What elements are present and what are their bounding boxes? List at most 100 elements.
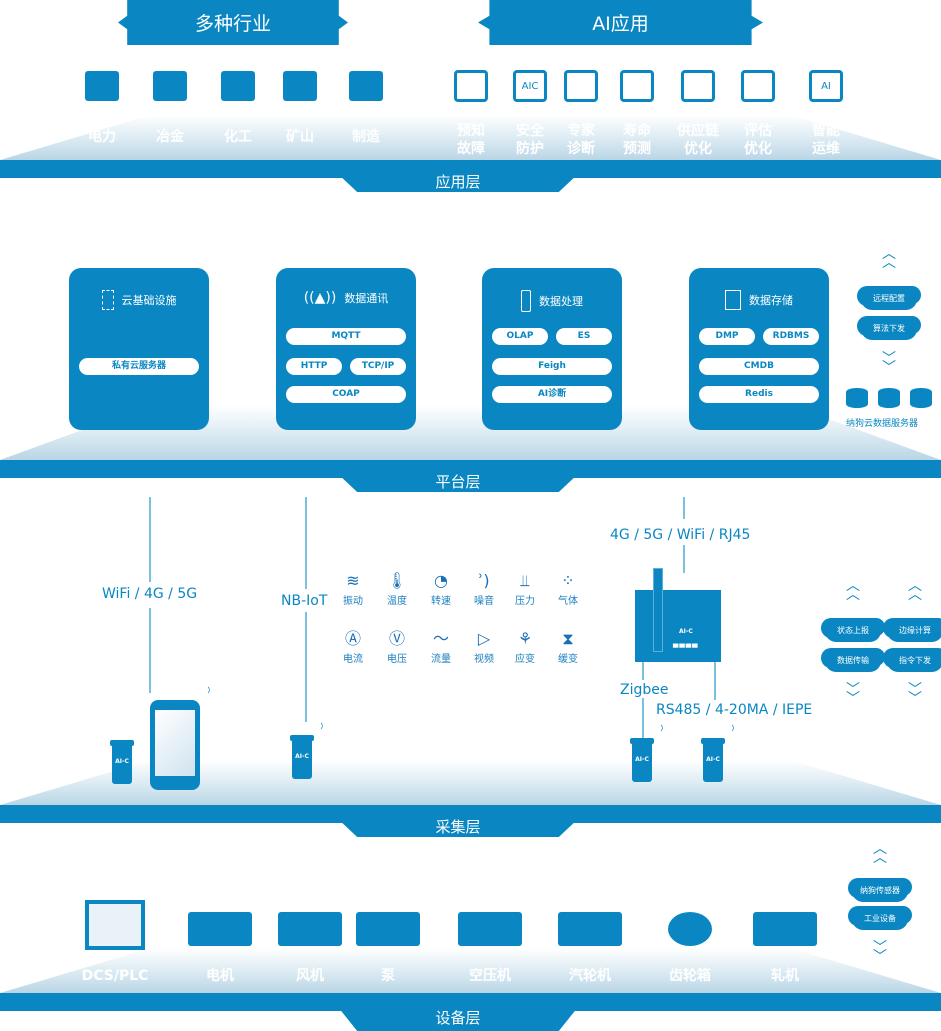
sensor-device: AI-C (630, 738, 654, 782)
cloud-sensors: 纳狗传感器 (852, 880, 908, 902)
sensor-type-label: 缓变 (558, 654, 578, 665)
sensor-type: ▷视频 (462, 628, 506, 665)
sensor-type-icon: 🌡 (386, 571, 408, 590)
sensor-type: ʾ)噪音 (462, 570, 506, 607)
cloud-command-deploy: 指令下发 (887, 650, 941, 672)
pill-redis: Redis (699, 386, 819, 403)
device-label: 轧机 (771, 968, 799, 984)
sensor-type-icon: ◔ (434, 571, 448, 590)
industry-label: 制造 (352, 129, 380, 145)
heart-icon (615, 66, 659, 106)
industry-label: 化工 (224, 129, 252, 145)
cloud-edge-compute: 边缘计算 (887, 620, 941, 642)
ai-app-label: 智能 (812, 123, 840, 139)
rs485-label: RS485 / 4-20MA / IEPE (656, 702, 813, 718)
chevron-up-icon: ︿︿ (908, 578, 922, 603)
sensor-device: AI-C (110, 740, 134, 784)
wifi-icon: ◝ (313, 720, 327, 734)
cloud-algorithm-deploy: 算法下发 (861, 318, 917, 340)
link-line (683, 497, 685, 519)
chevron-down-icon: ﹀﹀ (873, 940, 887, 965)
smartphone (150, 700, 200, 790)
cloud-industrial-equipment: 工业设备 (852, 908, 908, 930)
sensor-type: ≋振动 (331, 570, 375, 607)
factory-icon (344, 66, 388, 106)
card-data-processing: 数据处理 OLAP ES Feigh AI诊断 (482, 268, 622, 430)
ai-app-label: 评估 (744, 123, 772, 139)
sensor-type-label: 转速 (431, 596, 451, 607)
pipes-icon (148, 66, 192, 106)
shield-icon: AIC (508, 66, 552, 106)
ai-app-label: 安全 (516, 123, 544, 139)
sensor-type-label: 流量 (431, 654, 451, 665)
battery-icon (80, 66, 124, 106)
ai-app-label: 优化 (744, 141, 772, 157)
database-icon (846, 388, 868, 408)
database-icon (878, 388, 900, 408)
card-data-communication: ((▲))数据通讯 MQTT HTTP TCP/IP COAP (276, 268, 416, 430)
pill-es: ES (556, 328, 612, 345)
pill-ai-diagnosis: AI诊断 (492, 386, 612, 403)
stethoscope-icon (559, 66, 603, 106)
chevron-down-icon: ﹀﹀ (882, 351, 896, 376)
ai-app-label: 供应链 (677, 123, 719, 139)
pill-tcpip: TCP/IP (350, 358, 406, 375)
device-layer-label: 设备层 (338, 1007, 578, 1031)
phone-screen (155, 710, 195, 776)
industries-banner: 多种行业 (118, 0, 348, 45)
wifi-icon: ◝ (653, 722, 667, 736)
pill-feigh: Feigh (492, 358, 612, 375)
device-label: 泵 (381, 968, 395, 984)
sensor-type-icon: ⚘ (517, 629, 533, 648)
card-title: 数据处理 (539, 295, 583, 308)
cloud-data-transfer: 数据传输 (825, 650, 881, 672)
pill-cmdb: CMDB (699, 358, 819, 375)
ai-app-label: 防护 (516, 141, 544, 157)
pickaxe-icon (278, 66, 322, 106)
device-label: 齿轮箱 (669, 968, 711, 984)
sensor-type: ◔ 转速 (419, 570, 463, 607)
link-line (149, 608, 151, 693)
device-icon (188, 912, 252, 946)
industry-label: 冶金 (156, 129, 184, 145)
ai-app-label: 预知 (457, 123, 485, 139)
card-cloud-infrastructure: 云基础设施 私有云服务器 (69, 268, 209, 430)
supply-chain-icon (676, 66, 720, 106)
device-label: DCS/PLC (81, 968, 149, 984)
processor-icon (521, 290, 531, 312)
card-title: 数据存储 (749, 294, 793, 307)
sensor-type-icon: ⫫ (520, 571, 530, 590)
sensor-type: ⫫压力 (503, 570, 547, 607)
cloud-status-report: 状态上报 (825, 620, 881, 642)
pill-private-cloud: 私有云服务器 (79, 358, 199, 375)
pill-dmp: DMP (699, 328, 755, 345)
chart-icon (736, 66, 780, 106)
link-line (714, 662, 716, 700)
cat-ai-icon: AI (804, 66, 848, 106)
device-icon (753, 912, 817, 946)
chevron-up-icon: ︿︿ (846, 578, 860, 603)
wifi-icon: ◝ (724, 722, 738, 736)
sensor-type-label: 温度 (387, 596, 407, 607)
card-data-storage: 数据存储 DMP RDBMS CMDB Redis (689, 268, 829, 430)
storage-rack-icon (725, 290, 741, 310)
device-icon (458, 912, 522, 946)
device-label: 风机 (296, 968, 324, 984)
sensor-type-label: 电流 (343, 654, 363, 665)
icon-glyph: AIC (521, 80, 539, 92)
pill-coap: COAP (286, 386, 406, 403)
gateway-uplink-label: 4G / 5G / WiFi / RJ45 (610, 527, 751, 543)
card-title: 云基础设施 (121, 294, 177, 307)
app-layer-platform (0, 115, 941, 160)
device-label: 电机 (206, 968, 234, 984)
collect-layer-label: 采集层 (338, 819, 578, 837)
sensor-type: ⧗缓变 (546, 628, 590, 665)
pill-http: HTTP (286, 358, 342, 375)
antenna-icon (653, 568, 663, 652)
sensor-type-label: 气体 (558, 596, 578, 607)
device-layer-bar (0, 993, 941, 1011)
pill-rdbms: RDBMS (763, 328, 819, 345)
wifi-icon: ◝ (200, 684, 214, 698)
ai-app-label: 诊断 (567, 141, 595, 157)
nbiot-link-label: NB-IoT (281, 593, 328, 609)
